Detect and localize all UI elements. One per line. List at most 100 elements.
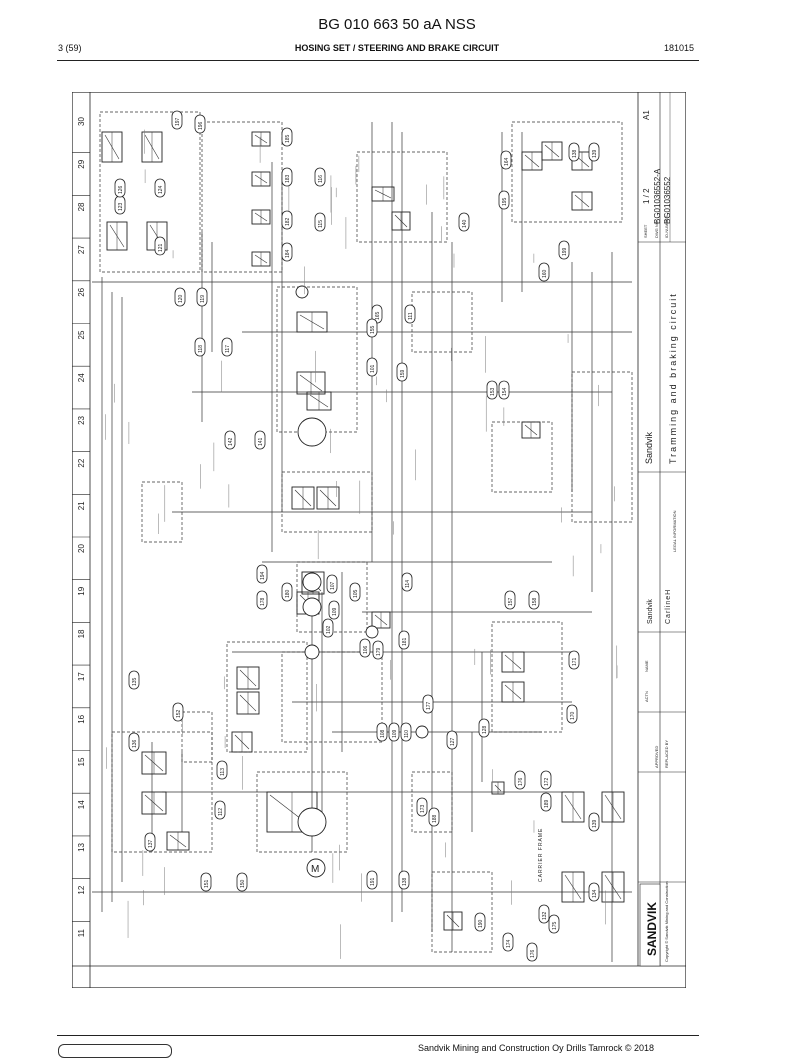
ref-balloon: 138 [568,142,580,162]
ref-number: 127 [450,737,456,746]
ref-balloon: 119 [196,287,208,307]
drawing-title: Tramming and braking circuit [668,292,678,464]
svg-text:NAME: NAME [644,660,649,672]
ref-balloon: 172 [540,770,552,790]
column-number: 19 [77,586,86,595]
column-number: 17 [77,672,86,681]
title-block: Sandvik Tramming and braking circuit SHE… [637,92,686,967]
column-number: 15 [77,757,86,766]
ref-balloon: 101 [366,357,378,377]
footer-company: Sandvik Mining and Construction Oy Drill… [418,1043,655,1053]
ref-balloon: 132 [538,904,550,924]
ref-number: 137 [148,839,154,848]
ref-balloon: 185 [281,127,293,147]
document-date: 181015 [664,43,695,53]
ref-number: 114 [405,580,411,588]
ref-balloon: 152 [172,702,184,722]
ref-number: 126 [118,185,124,194]
ref-number: 172 [544,777,550,786]
ref-number: 175 [552,921,558,930]
ref-number: 109 [392,729,398,738]
document-title: BG 010 663 50 aA NSS [318,16,476,33]
id-number: BG01036552 [663,176,672,224]
ref-number: 181 [402,637,408,646]
ref-balloon: 181 [398,630,410,650]
ref-balloon: 176 [514,770,526,790]
ref-balloon: 110 [400,722,412,742]
ref-balloon: 113 [216,760,228,780]
ref-number: 112 [218,808,224,816]
section-title: HOSING SET / STEERING AND BRAKE CIRCUIT [294,43,500,53]
drawn-by: CarlineH [665,589,672,624]
svg-text:Sandvik: Sandvik [647,599,654,624]
ref-number: 139 [592,819,598,828]
ref-number: 154 [502,387,508,396]
ref-number: 108 [380,729,386,738]
ref-balloon: 109 [328,600,340,620]
column-number: 26 [77,287,86,296]
copyright-note: Copyright © Sandvik Mining and Construct… [664,881,669,962]
column-number: 13 [77,842,86,851]
column-number: 29 [77,159,86,168]
ref-balloon: 184 [281,242,293,262]
ref-balloon: 124 [154,178,166,198]
ref-number: 171 [572,657,578,666]
ref-number: 179 [376,647,382,656]
ref-number: 180 [285,589,291,598]
ref-balloon: 170 [566,704,578,724]
ref-balloon: 140 [458,212,470,232]
ref-number: 102 [326,625,332,634]
ref-number: 116 [318,175,324,183]
ref-number: 153 [490,387,496,396]
ref-number: 119 [200,295,206,303]
ref-balloon: 115 [314,212,326,232]
ref-balloon: 136 [128,732,140,752]
column-number: 22 [77,458,86,467]
ref-balloon: 155 [366,318,378,338]
ref-number: 139 [592,149,598,158]
ref-number: 123 [118,202,124,211]
ref-balloon: 139 [588,812,600,832]
sheet-number: 1 / 2 [642,188,651,204]
carrier-frame-label: CARRIER FRAME [538,828,544,882]
ref-balloon: 159 [396,362,408,382]
ref-balloon: 126 [114,178,126,198]
motor-symbol [306,858,326,878]
ref-balloon: 141 [254,430,266,450]
ref-balloon: 150 [236,872,248,892]
ref-number: 197 [175,117,181,126]
ref-number: 152 [176,709,182,718]
ref-balloon: 195 [498,190,510,210]
ref-balloon: 135 [128,670,140,690]
column-number: 14 [77,800,86,809]
ref-number: 142 [228,437,234,446]
svg-text:APPROVED: APPROVED [654,746,659,768]
ref-balloon: 157 [504,590,516,610]
ref-number: 184 [285,249,291,258]
page-number: 3 (59) [58,43,82,53]
ref-balloon: 175 [548,914,560,934]
ref-balloon: 173 [416,797,428,817]
ref-balloon: 106 [359,638,371,658]
ref-balloon: 180 [281,582,293,602]
ref-number: 170 [570,711,576,720]
svg-text:SHEET: SHEET [643,224,648,238]
ref-number: 158 [532,597,538,606]
ref-number: 174 [506,939,512,948]
ref-balloon: 197 [171,110,183,130]
ref-balloon: 158 [528,590,540,610]
column-number: 21 [77,501,86,510]
ref-balloon: 171 [568,650,580,670]
ref-number: 199 [562,247,568,256]
column-number: 24 [77,373,86,382]
ref-balloon: 128 [478,718,490,738]
ref-number: 135 [132,677,138,686]
ref-number: 121 [158,243,164,252]
ref-balloon: 194 [256,564,268,584]
ref-number: 178 [260,597,266,606]
svg-text:DWG NO: DWG NO [654,221,659,238]
ref-number: 120 [178,294,184,303]
ref-number: 136 [132,739,138,748]
drawing-number: BG01036552-A [653,168,662,224]
ref-balloon: 154 [498,380,510,400]
